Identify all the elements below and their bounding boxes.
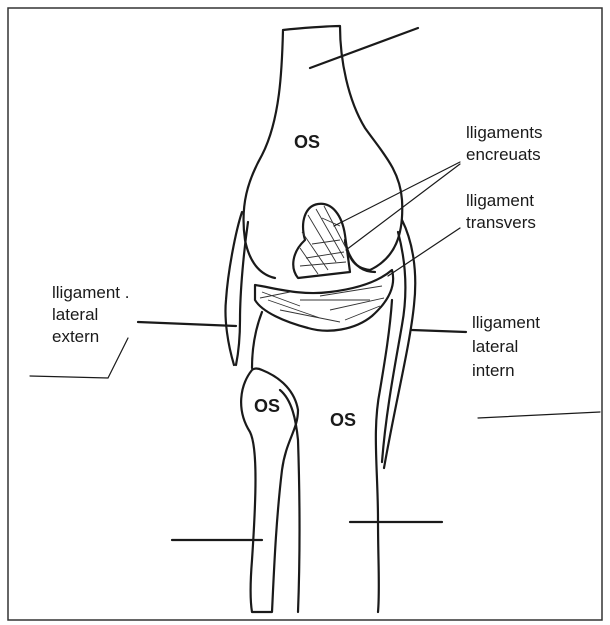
ligament-transvers-label-2: transvers (466, 213, 536, 232)
tibia-outline (252, 300, 392, 612)
ligaments-encreuats-label-1: lligaments (466, 123, 543, 142)
transverse-ligament (255, 270, 393, 331)
os-tibia-label: OS (330, 410, 356, 430)
ligaments-encreuats-label-2: encreuats (466, 145, 541, 164)
os-fibula-label: OS (254, 396, 280, 416)
lateral-extern-label-3: extern (52, 327, 99, 346)
encreuats-pointer-1 (334, 162, 460, 226)
ligament-transvers-label-1: lligament (466, 191, 534, 210)
cruciate-ligaments (293, 204, 350, 278)
lateral-extern-label-1: lligament . (52, 283, 129, 302)
encreuats-pointer-2 (346, 164, 460, 250)
scan-mark-right (478, 412, 600, 418)
lateral-intern-label-3: intern (472, 361, 515, 380)
lateral-intern-label-1: lligament (472, 313, 540, 332)
lateral-extern-label-2: lateral (52, 305, 98, 324)
lateral-extern-pointer (138, 322, 236, 326)
femur-pointer (310, 28, 418, 68)
os-femur-label: OS (294, 132, 320, 152)
lateral-intern-label-2: lateral (472, 337, 518, 356)
lateral-intern-pointer (412, 330, 466, 332)
